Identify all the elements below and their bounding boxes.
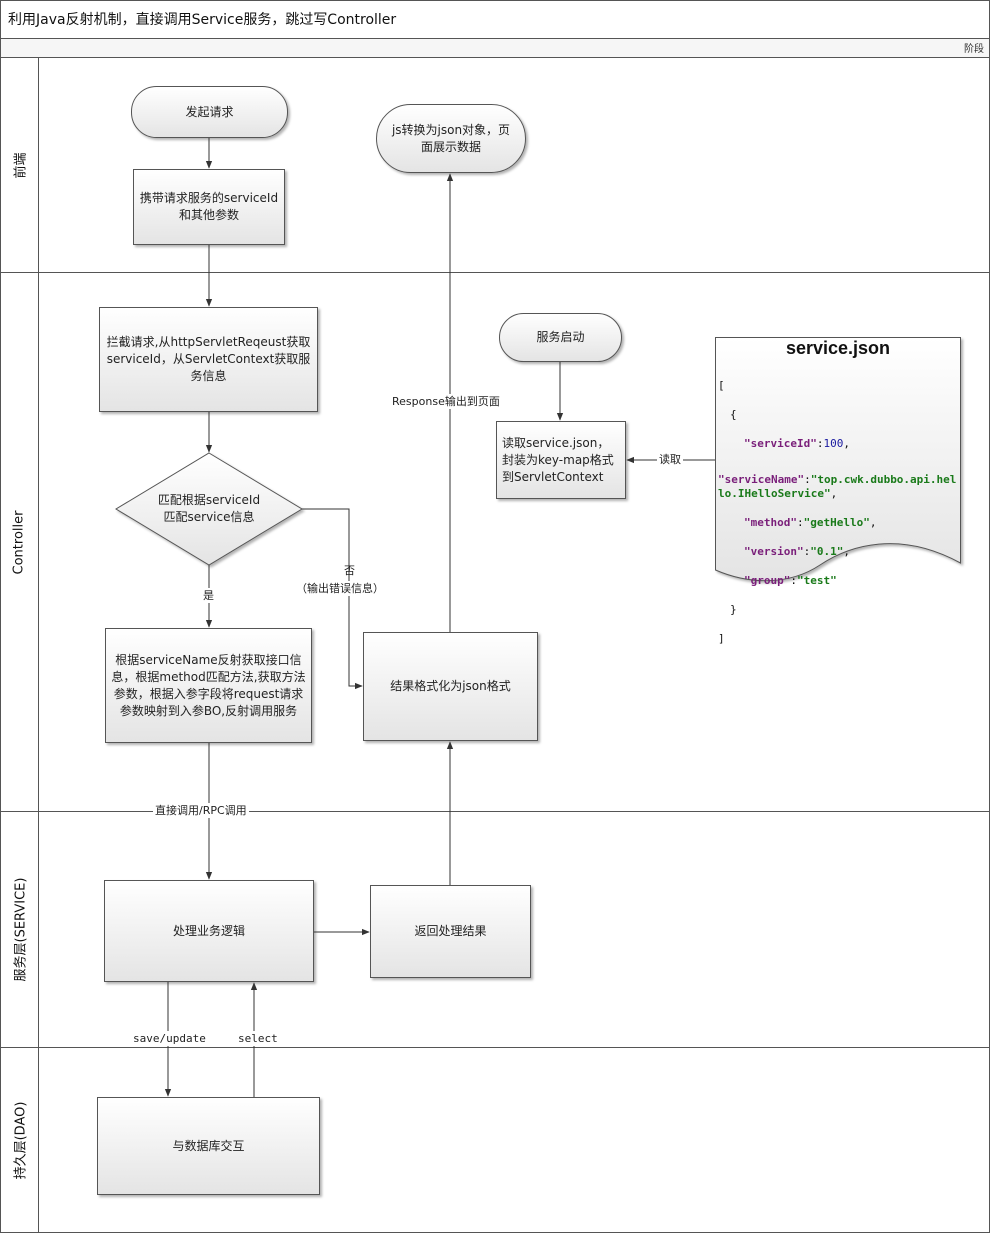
edge-label-save-update: save/update xyxy=(131,1031,208,1046)
start-request-shape xyxy=(131,86,288,138)
read-json-node: 读取service.json，封装为key-map格式 到ServletCont… xyxy=(502,435,614,484)
edge-label-direct-call: 直接调用/RPC调用 xyxy=(153,803,249,818)
json-close-brace: } xyxy=(730,603,737,616)
json-open-bracket: [ xyxy=(718,378,725,392)
json-open-brace: { xyxy=(730,407,737,421)
json-field-servicename: "serviceName":"top.cwk.dubbo.api.hello.I… xyxy=(718,472,957,501)
return-result-node: 返回处理结果 xyxy=(414,924,487,938)
connectors xyxy=(164,138,715,1097)
reflect-invoke-node: 根据serviceName反射获取接口信息，根据method匹配方法,获取方法参… xyxy=(111,652,306,718)
js-display-node: js转换为json对象，页面展示数据 xyxy=(391,122,511,154)
edge-label-yes: 是 xyxy=(201,588,216,603)
intercept-node: 拦截请求,从httpServletReqeust获取serviceId，从Ser… xyxy=(106,335,311,383)
service-start-shape xyxy=(499,313,622,362)
format-json-node: 结果格式化为json格式 xyxy=(390,679,511,693)
phase-label: 阶段 xyxy=(964,44,984,55)
diagram-title: 利用Java反射机制，直接调用Service服务，跳过写Controller xyxy=(8,12,397,28)
edge-label-no-detail: （输出错误信息） xyxy=(294,581,386,596)
js-display-shape xyxy=(376,104,526,173)
service-json-document-shape xyxy=(715,337,961,582)
format-json-shape xyxy=(363,632,538,741)
json-field-version: "version":"0.1", xyxy=(744,545,850,558)
service-start-node: 服务启动 xyxy=(536,330,585,344)
edge-label-read: 读取 xyxy=(657,452,683,467)
json-field-group: "group":"test" xyxy=(744,574,837,587)
node-shapes xyxy=(97,86,961,1195)
edge-label-no: 否 xyxy=(344,564,355,577)
match-decision-node: 匹配根据serviceId匹配service信息 xyxy=(157,493,261,524)
json-field-method: "method":"getHello", xyxy=(744,516,877,529)
edge-label-response: Response输出到页面 xyxy=(390,394,502,409)
reflect-invoke-shape xyxy=(105,628,312,743)
phase-bar xyxy=(1,39,989,57)
read-json-shape xyxy=(496,421,626,499)
edge-label-select: select xyxy=(236,1031,280,1046)
intercept-shape xyxy=(99,307,318,412)
lane-frontend-label: 前端 xyxy=(13,151,29,179)
business-logic-shape xyxy=(104,880,314,982)
business-logic-node: 处理业务逻辑 xyxy=(172,923,245,938)
lane-controller: Controller xyxy=(0,273,38,811)
lane-service-label: 服务层(SERVICE) xyxy=(13,877,29,982)
carry-params-shape xyxy=(133,169,285,245)
db-interact-shape xyxy=(97,1097,320,1195)
lane-controller-label: Controller xyxy=(11,510,27,574)
lane-frontend: 前端 xyxy=(0,58,38,272)
lane-dao-label: 持久层(DAO) xyxy=(13,1101,29,1180)
json-field-serviceid: "serviceId":100, xyxy=(744,436,850,450)
db-interact-node: 与数据库交互 xyxy=(172,1138,245,1153)
arrow-decision-no xyxy=(302,508,363,690)
lane-service: 服务层(SERVICE) xyxy=(0,812,38,1047)
return-result-shape xyxy=(370,885,531,978)
json-close-bracket: ] xyxy=(718,632,725,645)
start-request-node: 发起请求 xyxy=(185,104,234,119)
service-json-code: [ { "serviceId":100, "serviceName":"top.… xyxy=(718,364,962,661)
service-json-title: service.json xyxy=(785,338,891,358)
lane-dao: 持久层(DAO) xyxy=(0,1048,38,1233)
carry-params-node: 携带请求服务的serviceId和其他参数 xyxy=(139,191,279,222)
